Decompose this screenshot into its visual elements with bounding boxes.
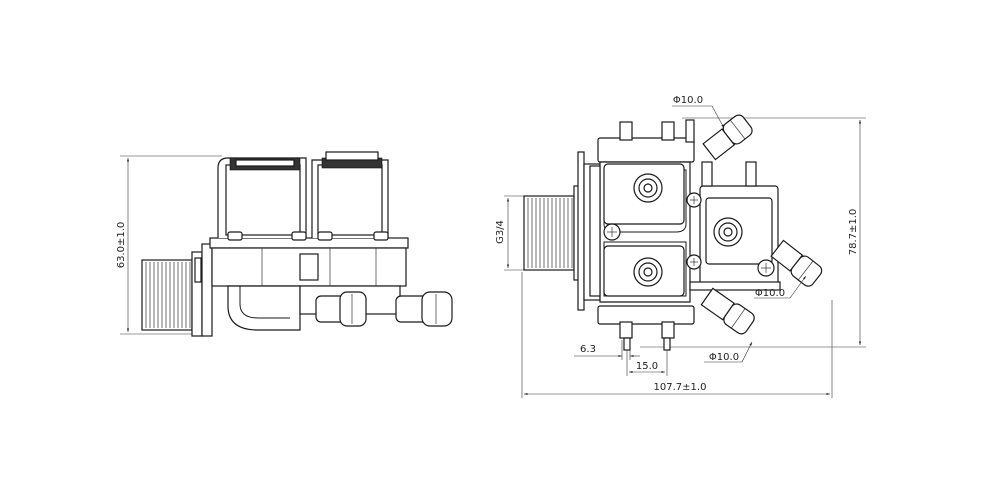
terminal-spacing-dimension: 15.0	[626, 350, 668, 376]
side-view: 63.0±1.0	[116, 151, 453, 337]
terminal-width-label: 6.3	[580, 344, 596, 355]
coil-right	[689, 185, 781, 291]
thread-dimension: G3/4	[495, 195, 524, 271]
side-outlet-2	[395, 291, 453, 327]
outlet-top: Φ10.0	[672, 95, 753, 161]
outlet-top-label: Φ10.0	[673, 95, 703, 106]
outlet-right-label: Φ10.0	[755, 288, 785, 299]
outlet-bottom: Φ10.0	[700, 287, 755, 363]
front-height-label: 78.7±1.0	[848, 209, 859, 256]
screw-1	[603, 223, 621, 241]
outlet-bottom-label: Φ10.0	[709, 352, 739, 363]
terminal-spacing-label: 15.0	[636, 361, 658, 372]
thread-label: G3/4	[495, 220, 506, 244]
side-coil-2	[311, 151, 389, 241]
screw-2	[686, 192, 702, 208]
side-coil-1	[217, 157, 307, 241]
front-height-dimension: 78.7±1.0	[640, 117, 866, 348]
terminal-width-dimension: 6.3	[574, 340, 640, 360]
front-width-label: 107.7±1.0	[654, 382, 707, 393]
coil-top	[603, 163, 685, 225]
screw-4	[757, 259, 775, 277]
screw-3	[686, 254, 702, 270]
side-height-label: 63.0±1.0	[116, 222, 127, 269]
side-threaded-inlet	[141, 243, 213, 337]
front-width-dimension: 107.7±1.0	[521, 272, 833, 398]
side-outlet-1	[315, 291, 367, 327]
front-view: 78.7±1.0 107.7±1.0 G3/4	[495, 95, 866, 398]
terminals-bottom	[619, 321, 675, 351]
coil-bottom	[603, 245, 685, 297]
side-valve-body	[209, 237, 409, 331]
front-threaded-inlet	[523, 151, 585, 311]
outlet-right: Φ10.0	[754, 239, 823, 299]
terminals-top	[619, 119, 757, 187]
